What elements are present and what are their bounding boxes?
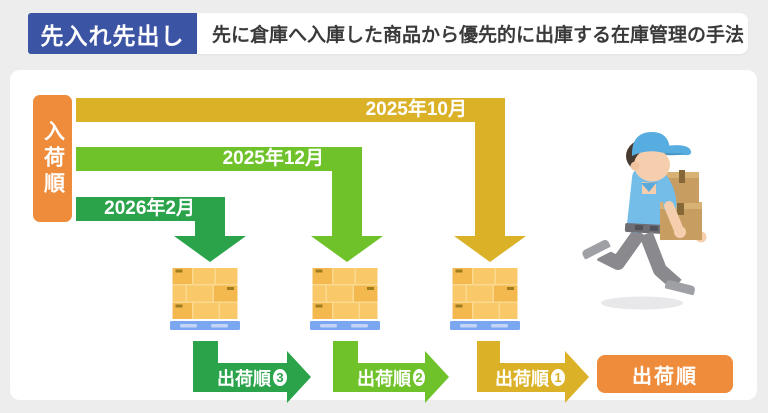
outbound-order-box: 出荷順 xyxy=(597,355,733,393)
arrival-date-label: 2025年10月 xyxy=(365,99,467,120)
arrow-down-icon xyxy=(454,236,526,262)
ship-order-label: 出荷順 xyxy=(357,368,411,389)
arrival-arrow-feb: 2026年2月 xyxy=(76,197,225,221)
header-description: 先に倉庫へ入庫した商品から優先的に出庫する在庫管理の手法 xyxy=(197,13,748,54)
arrow-right-icon xyxy=(565,351,589,403)
ship-order-number-badge: 1 xyxy=(551,369,565,386)
arrival-date-label: 2025年12月 xyxy=(222,148,324,169)
arrival-arrow-oct: 2025年10月 xyxy=(76,98,505,122)
arrow-down-icon xyxy=(174,236,246,262)
arrival-date-label: 2026年2月 xyxy=(104,198,195,219)
arrival-arrow-feb-vertical xyxy=(195,219,225,237)
inbound-order-box: 入荷順 xyxy=(33,95,72,222)
ship-order-label: 出荷順 xyxy=(217,368,271,389)
outbound-order-label: 出荷順 xyxy=(632,365,698,388)
pallet-boxes-icon xyxy=(450,268,520,330)
delivery-person-running-icon xyxy=(582,132,707,310)
pallet-boxes-icon xyxy=(170,268,240,330)
arrival-arrow-oct-vertical xyxy=(475,120,505,237)
arrow-down-icon xyxy=(311,236,383,262)
ship-order-label: 出荷順 xyxy=(495,368,549,389)
diagram-panel: 入荷順 2025年10月 2025年12月 2026年2月 xyxy=(10,70,757,403)
arrow-right-icon xyxy=(425,351,449,403)
ship-order-number-badge: 2 xyxy=(413,369,425,386)
ship-order-number-badge: 3 xyxy=(273,369,287,386)
arrival-arrow-dec-vertical xyxy=(332,169,362,237)
arrival-arrow-dec: 2025年12月 xyxy=(76,147,362,171)
page-title: 先入れ先出し xyxy=(28,13,197,54)
pallet-boxes-icon xyxy=(310,268,380,330)
arrow-right-icon xyxy=(287,351,311,403)
inbound-order-label: 入荷順 xyxy=(41,119,65,198)
